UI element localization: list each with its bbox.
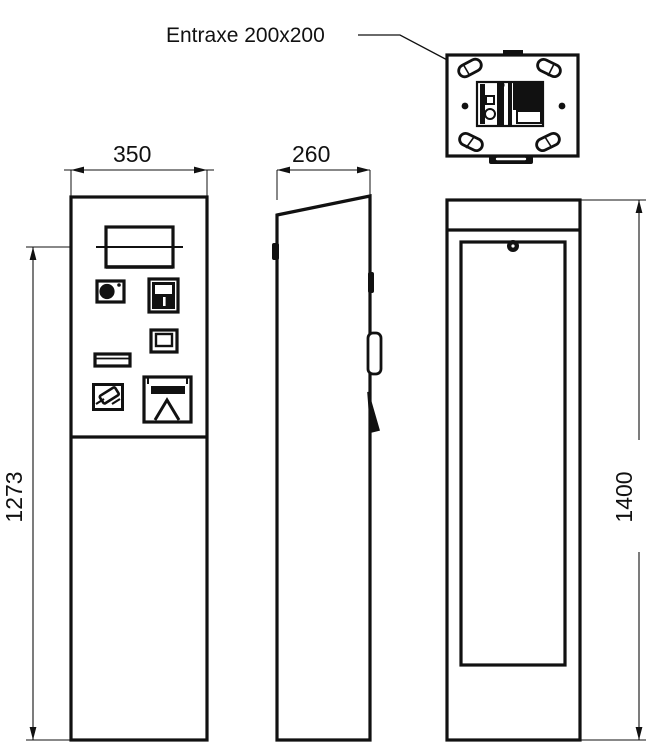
mounting-slot-top-right xyxy=(536,57,562,79)
ticket-slot xyxy=(93,352,132,368)
dim-arrow-260-right xyxy=(357,166,370,174)
dim-arrow-1400-top xyxy=(635,200,643,213)
intercom-speaker xyxy=(95,279,126,304)
assembly-button xyxy=(485,95,495,105)
mounting-slot-bottom-left xyxy=(458,131,484,153)
ticket-slot-outline xyxy=(93,352,132,368)
keypad-divider xyxy=(163,297,166,306)
dim-arrow-260-left xyxy=(277,166,290,174)
ticket-dispenser-arch xyxy=(153,397,181,421)
keypad-display xyxy=(155,285,172,294)
dimension-1273: 1273 xyxy=(1,246,182,741)
card-reader xyxy=(92,383,124,411)
assembly-rail-mid xyxy=(497,81,504,126)
dimension-1400: 1400 xyxy=(580,199,646,741)
assembly-knob xyxy=(484,108,496,120)
dimension-260: 260 xyxy=(276,141,371,200)
side-view xyxy=(272,194,383,742)
mounting-slot-bottom-right xyxy=(535,131,561,153)
keypad-module xyxy=(147,277,180,314)
rear-lock-inner xyxy=(511,244,515,248)
front-view xyxy=(69,195,209,742)
secondary-screen-glass xyxy=(154,332,174,348)
dim-arrow-350-left xyxy=(71,166,84,174)
fixing-hole-left xyxy=(461,102,469,110)
mounting-slot-top-left xyxy=(457,57,483,79)
assembly-block xyxy=(513,83,543,110)
rear-view xyxy=(445,198,582,742)
entraxe-annotation: Entraxe 200x200 xyxy=(166,24,471,73)
dim-text-1400-bg xyxy=(614,440,640,552)
bottom-tab-inner xyxy=(494,156,528,162)
side-upper-tab xyxy=(368,272,374,293)
speaker-grille xyxy=(99,283,115,300)
dim-arrow-350-right xyxy=(194,166,207,174)
top-detail-view xyxy=(445,50,580,164)
dim-text-260-bg xyxy=(291,145,349,167)
dim-arrow-1273-top xyxy=(29,247,37,260)
door-handle xyxy=(366,331,383,376)
intercom-indicator xyxy=(117,283,121,287)
secondary-screen xyxy=(149,328,179,354)
assembly-port xyxy=(516,110,542,124)
assembly-rail-right xyxy=(508,83,512,126)
side-hinge-tab xyxy=(272,243,279,260)
assembly-rail-left xyxy=(480,84,485,124)
top-tab xyxy=(503,50,523,56)
door-lock xyxy=(367,391,380,434)
dim-text-260: 260 xyxy=(292,141,330,167)
display-screen xyxy=(96,225,183,269)
dim-text-1273: 1273 xyxy=(1,471,27,522)
dimension-350: 350 xyxy=(64,141,214,200)
dim-text-1400: 1400 xyxy=(611,471,637,522)
rear-lock-screw xyxy=(507,240,519,252)
ticket-dispenser-bar xyxy=(151,386,185,394)
dim-text-350-bg xyxy=(112,145,170,167)
dim-arrow-1273-bottom xyxy=(29,727,37,740)
assembly-screw xyxy=(497,81,505,89)
front-view-outline xyxy=(69,195,209,742)
ticket-dispenser xyxy=(142,375,193,424)
internal-assembly xyxy=(475,80,545,128)
entraxe-label: Entraxe 200x200 xyxy=(166,24,325,47)
card-slot-marks xyxy=(95,398,121,405)
dim-arrow-1400-bottom xyxy=(635,727,643,740)
fixing-hole-right xyxy=(558,102,566,110)
dim-text-1273-bg xyxy=(4,440,28,552)
side-view-outline xyxy=(275,194,372,742)
dim-text-350: 350 xyxy=(113,141,151,167)
rear-access-panel xyxy=(459,240,567,667)
